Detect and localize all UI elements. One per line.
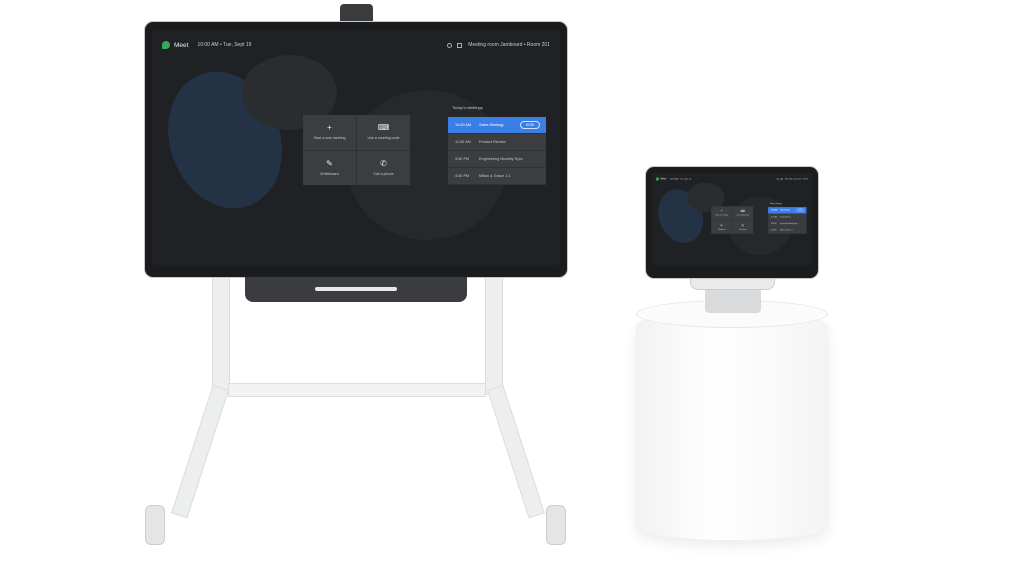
settings-icon[interactable] (776, 177, 779, 180)
board-stand-crossbar (228, 383, 486, 397)
meeting-name: Engineering Monthly Sync (780, 222, 798, 225)
datetime: 10:00 AM • Tue, Sept 19 (197, 42, 252, 48)
camera (340, 4, 373, 22)
board-screen: Meet 10:00 AM • Tue, Sept 19 Meeting room … (152, 30, 560, 265)
action-label: Call a phone (373, 171, 394, 176)
board-stand-leg-right (485, 275, 503, 395)
action-tile[interactable]: ✆ Call a phone (357, 150, 410, 185)
meetings-list: 10:00 AM Sales Strategy NOW 11:30 AM Product… (448, 117, 546, 185)
meeting-name: Sales Strategy (479, 123, 504, 127)
app-name: Meet (174, 41, 189, 49)
room-name: Meeting room Jamboard • Room 201 (468, 42, 550, 48)
device-stand-top (690, 276, 775, 290)
now-badge[interactable]: NOW (796, 208, 805, 212)
meeting-time: 3:30 PM (455, 157, 470, 161)
wheel-right (546, 505, 566, 545)
meeting-time: 10:00 AM (455, 123, 472, 127)
meetings-title: Today's meetings (452, 105, 483, 110)
room-name: Meeting room 201 • 2nd Fl (785, 177, 809, 181)
meeting-row[interactable]: 11:30 AM Product Review (448, 134, 546, 151)
meeting-time: 4:30 PM (455, 174, 470, 178)
meeting-name: Milton & Grace 1:1 (780, 229, 793, 232)
app-name: Meet (660, 177, 667, 181)
action-label: Whiteboard (320, 171, 339, 176)
wheel-left (145, 505, 165, 545)
now-badge[interactable]: NOW (519, 121, 540, 129)
phone-icon: ✆ (380, 158, 387, 168)
actions-grid: +Start a new meeting⌨Use a meeting code✎… (711, 206, 754, 234)
meeting-time: 10:00 AM (770, 209, 778, 212)
action-tile[interactable]: + Start a new meeting (303, 115, 356, 150)
action-tile[interactable]: ✎ Whiteboard (303, 150, 356, 185)
action-label: Start a new meeting (313, 136, 346, 141)
feedback-icon[interactable] (780, 177, 783, 180)
meeting-name: Milton & Grace 1:1 (479, 174, 511, 178)
plus-icon: + (327, 123, 332, 133)
meeting-time: 11:30 AM (770, 216, 778, 218)
meeting-name: Engineering Monthly Sync (479, 157, 524, 161)
soundbar (245, 277, 467, 302)
action-tile[interactable]: ⌨Use a meeting code (732, 206, 754, 220)
meet-home-screen: Meet 10:00 AM • Tue, Sept 19 Meeting room … (152, 30, 560, 265)
meet-logo-icon (162, 41, 170, 49)
meeting-name: Product Review (479, 140, 506, 144)
action-label: Use a meeting code (367, 136, 400, 141)
action-tile[interactable]: ✆Call a phone (732, 220, 754, 234)
pedestal (636, 312, 828, 540)
header: Meet 10:00 AM • Tue, Sept 19 Meeting room … (162, 39, 550, 51)
board-stand-foot-left (171, 384, 229, 519)
meetings-title: Today's meetings (769, 202, 782, 205)
phone-icon: ✆ (741, 223, 745, 228)
action-label: Call a phone (738, 228, 747, 231)
keyboard-icon: ⌨ (377, 123, 390, 133)
meeting-row[interactable]: 4:30 PM Milton & Grace 1:1 (448, 168, 546, 185)
action-tile[interactable]: ✎Whiteboard (711, 220, 732, 234)
board-stand-leg-left (212, 275, 230, 395)
action-tile[interactable]: ⌨ Use a meeting code (357, 115, 410, 150)
meeting-time: 3:30 PM (770, 222, 777, 225)
keyboard-icon: ⌨ (740, 209, 746, 214)
meeting-name: Sales Strategy (780, 209, 790, 212)
meeting-row[interactable]: 3:30 PM Engineering Monthly Sync (448, 151, 546, 168)
pen-icon: ✎ (326, 158, 333, 168)
board-stand-foot-right (487, 384, 545, 519)
meet-logo-icon (655, 177, 660, 181)
actions-grid: + Start a new meeting ⌨ Use a meeting code ✎… (303, 115, 410, 185)
meeting-name: Product Review (780, 216, 791, 218)
action-tile[interactable]: +Start a new meeting (711, 206, 732, 220)
settings-icon[interactable] (447, 42, 453, 48)
meeting-time: 4:30 PM (770, 229, 777, 232)
feedback-icon[interactable] (457, 42, 463, 48)
datetime: 10:00 AM • Tue, Sept 19 (669, 177, 692, 181)
pen-holder (315, 287, 397, 291)
action-label: Whiteboard (717, 228, 726, 231)
meeting-row[interactable]: 10:00 AM Sales Strategy NOW (448, 117, 546, 134)
action-label: Use a meeting code (736, 214, 750, 217)
pen-icon: ✎ (720, 223, 723, 228)
meeting-time: 11:30 AM (455, 140, 471, 144)
action-label: Start a new meeting (715, 214, 728, 217)
plus-icon: + (720, 209, 723, 214)
